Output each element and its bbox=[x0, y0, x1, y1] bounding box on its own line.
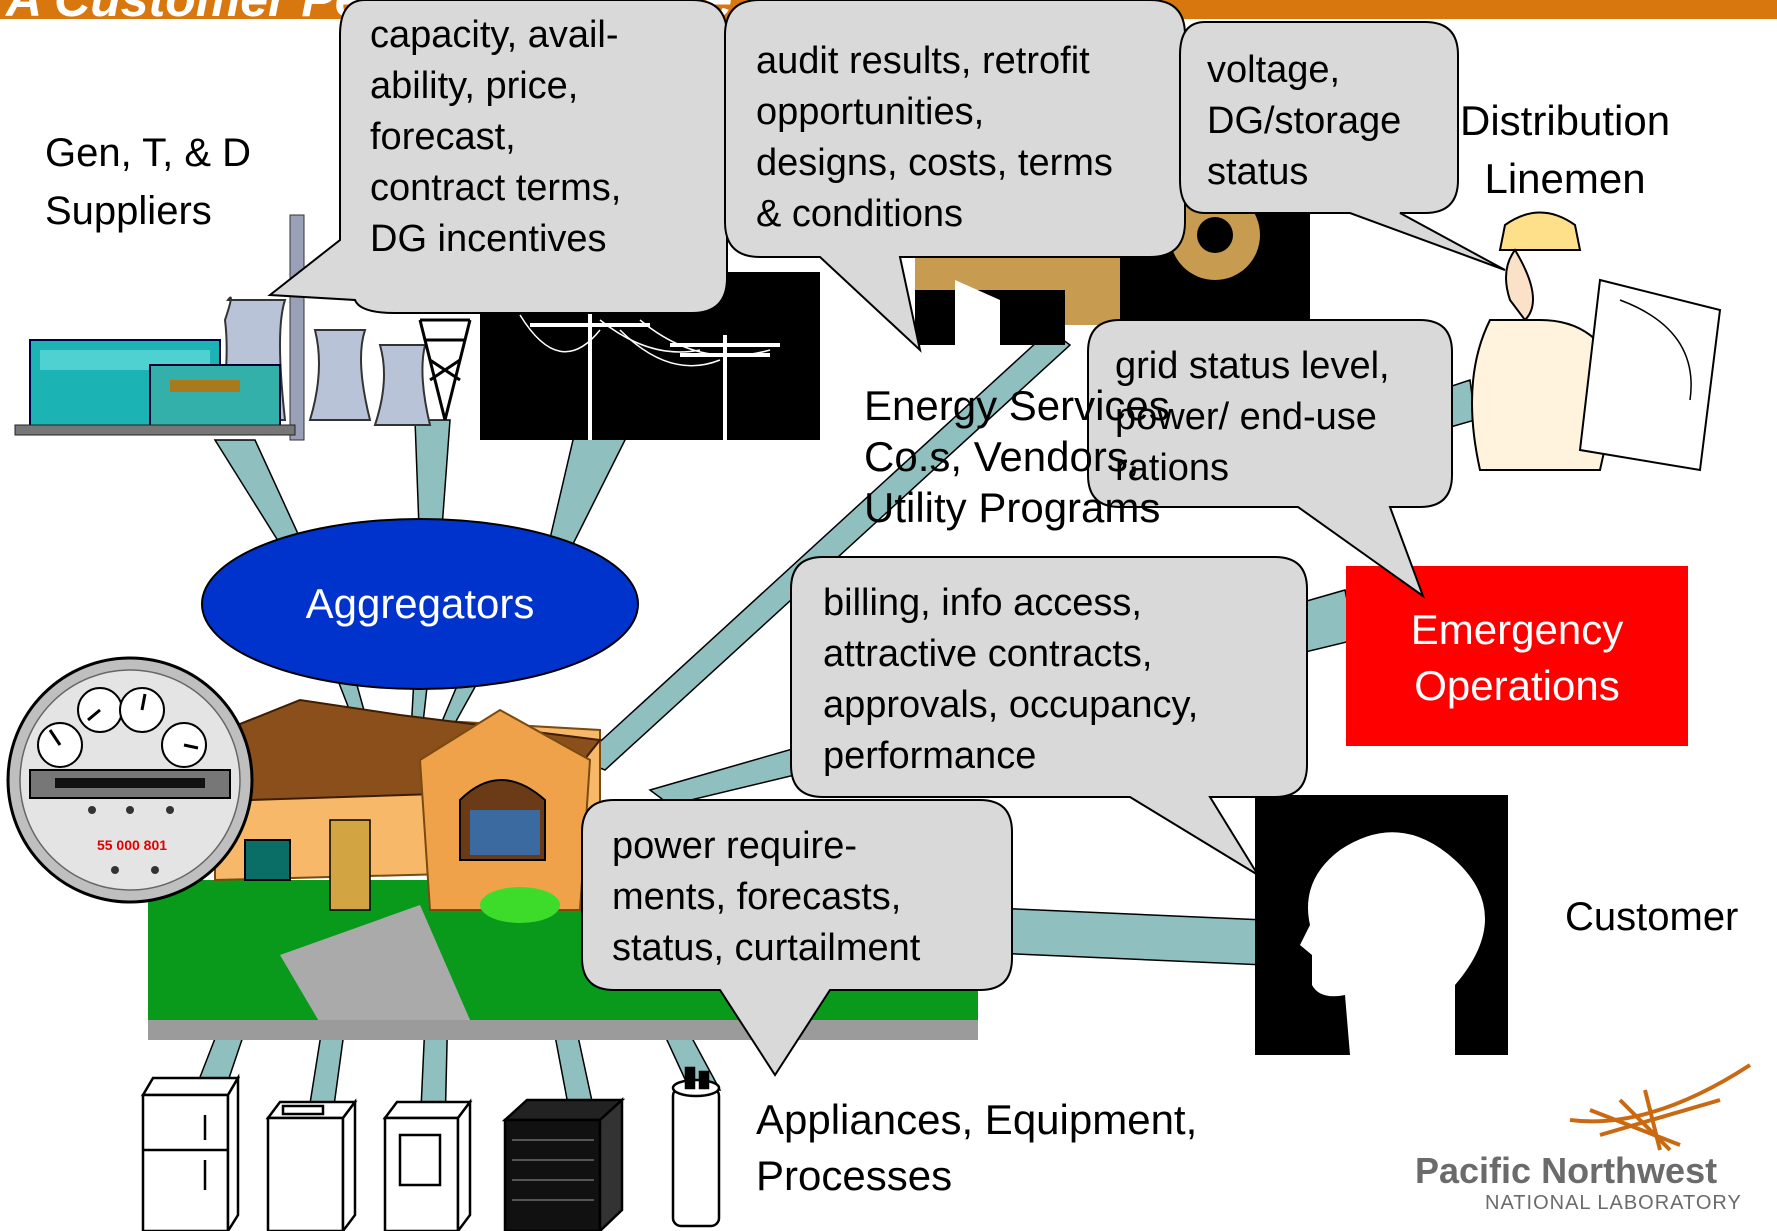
electric-meter-image bbox=[6, 656, 254, 904]
label-emergency: Emergency Operations bbox=[1410, 606, 1624, 709]
callout-suppliers-text: capacity, avail- ability, price, forecas… bbox=[370, 14, 622, 260]
callout-energy-services-shape bbox=[724, 0, 1186, 353]
refrigerator-icon bbox=[140, 1073, 241, 1231]
emergency-operations-node bbox=[1346, 566, 1688, 746]
power-plant-image bbox=[14, 214, 432, 441]
callout-customer-shape bbox=[790, 556, 1308, 876]
aggregators-node bbox=[201, 518, 639, 690]
label-customer: Customer bbox=[1565, 895, 1739, 939]
dryer-icon bbox=[382, 1098, 473, 1231]
label-energy-services: Energy Services Co.s, Vendors, Utility P… bbox=[864, 382, 1170, 531]
lineman-image bbox=[1471, 211, 1722, 472]
pnnl-logo-mark bbox=[1569, 1063, 1752, 1152]
callout-appliances-shape bbox=[581, 799, 1013, 1077]
pnnl-logo-subtitle: NATIONAL LABORATORY bbox=[1485, 1192, 1742, 1214]
appliances-image bbox=[140, 1066, 721, 1231]
label-linemen: Distribution Linemen bbox=[1460, 97, 1671, 202]
callout-customer-text: billing, info access, attractive contrac… bbox=[823, 582, 1199, 777]
label-aggregators: Aggregators bbox=[305, 580, 535, 627]
customer-silhouette-image bbox=[1255, 795, 1508, 1055]
water-heater-icon bbox=[671, 1066, 721, 1228]
callout-emergency-text: grid status level, power/ end-use ration… bbox=[1115, 345, 1390, 489]
callout-suppliers-shape bbox=[267, 0, 728, 314]
label-appliances: Appliances, Equipment, Processes bbox=[756, 1096, 1198, 1199]
label-suppliers: Gen, T, & D Suppliers bbox=[45, 131, 252, 233]
washer-icon bbox=[265, 1098, 358, 1231]
callout-emergency-shape bbox=[1087, 319, 1453, 599]
callout-bubbles bbox=[267, 0, 1506, 1077]
callout-energy-services-text: audit results, retrofit opportunities, d… bbox=[756, 40, 1113, 235]
callout-linemen-shape bbox=[1179, 21, 1506, 271]
meter-reading: 55 000 801 bbox=[97, 837, 167, 853]
transmission-tower-image bbox=[418, 318, 472, 421]
hvac-unit-icon bbox=[501, 1097, 626, 1231]
callout-appliances-text: power require- ments, forecasts, status,… bbox=[612, 825, 921, 969]
pnnl-logo-name: Pacific Northwest bbox=[1415, 1150, 1718, 1191]
callout-linemen-text: voltage, DG/storage status bbox=[1207, 49, 1402, 193]
